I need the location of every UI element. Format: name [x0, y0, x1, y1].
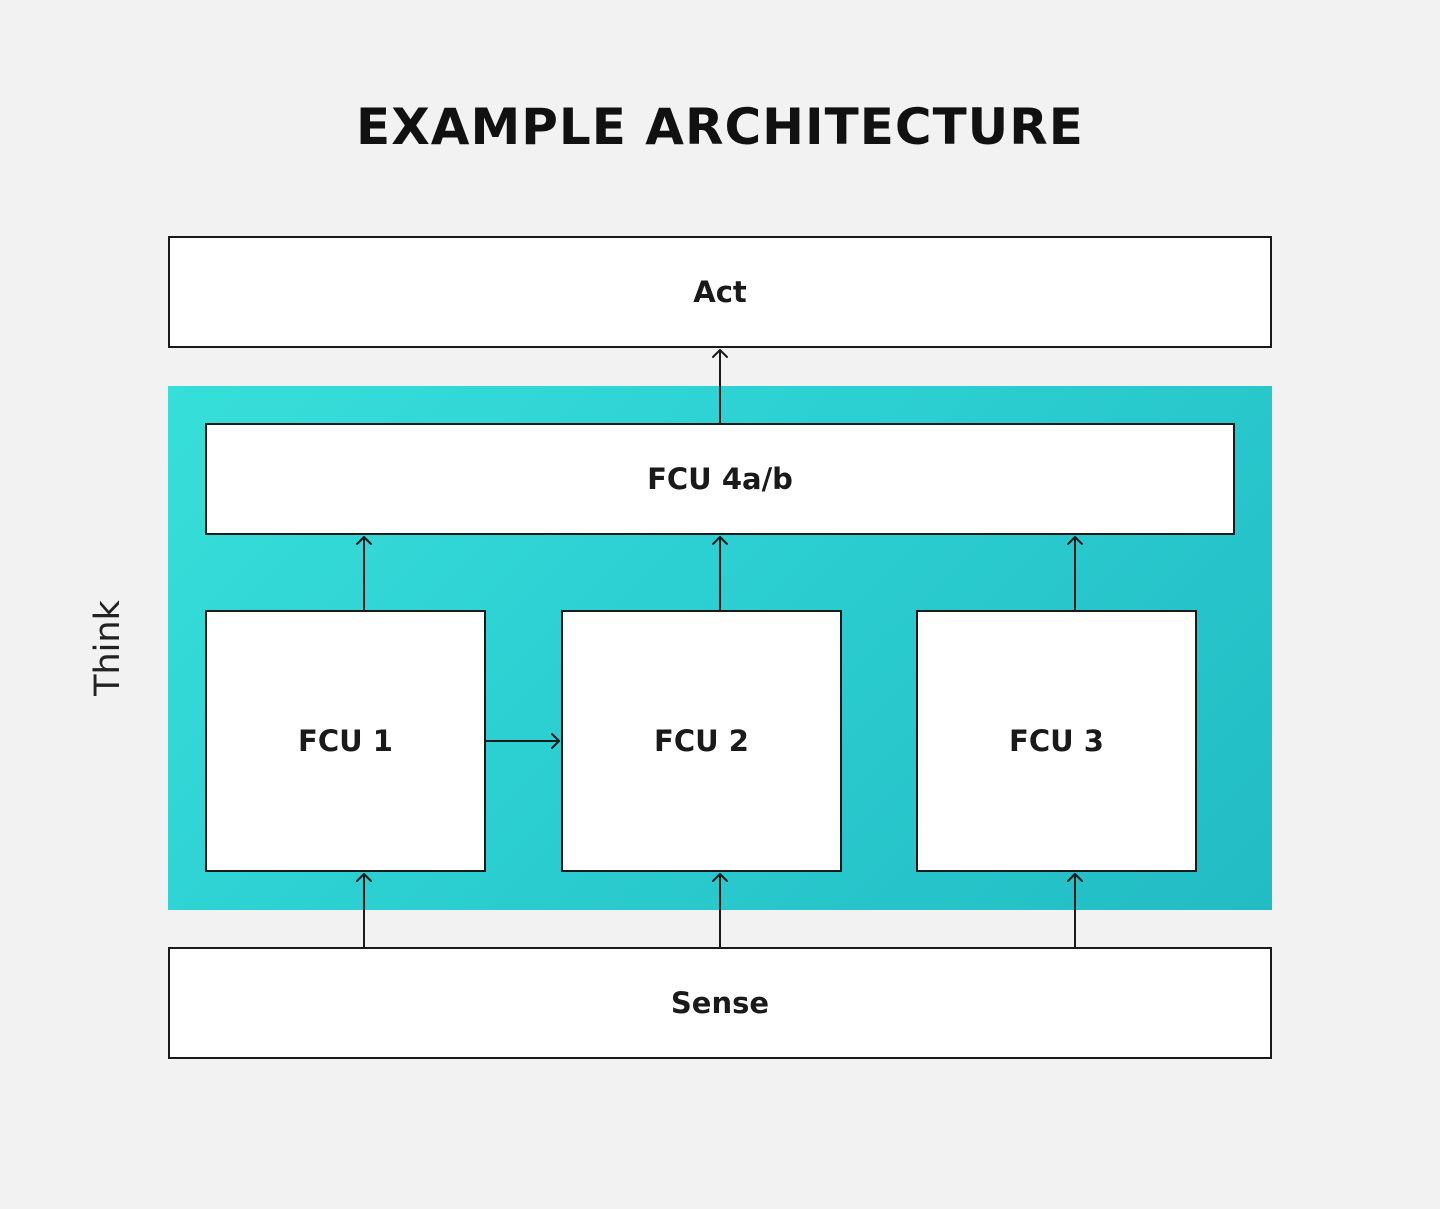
arrow-fcu4-to-act [712, 349, 728, 424]
fcu1-node: FCU 1 [205, 610, 486, 872]
arrow-fcu1-to-fcu4 [356, 536, 372, 611]
fcu2-node-label: FCU 2 [654, 724, 749, 758]
arrow-fcu1-to-fcu2 [485, 733, 560, 749]
fcu3-node: FCU 3 [916, 610, 1197, 872]
diagram-title: EXAMPLE ARCHITECTURE [356, 98, 1084, 156]
act-node: Act [168, 236, 1272, 348]
fcu3-node-label: FCU 3 [1009, 724, 1104, 758]
fcu4-node-label: FCU 4a/b [647, 462, 793, 496]
arrow-sense-to-fcu1 [356, 873, 372, 948]
arrow-sense-to-fcu3 [1067, 873, 1083, 948]
arrow-fcu2-to-fcu4 [712, 536, 728, 611]
arrow-sense-to-fcu2 [712, 873, 728, 948]
act-node-label: Act [693, 275, 747, 309]
fcu2-node: FCU 2 [561, 610, 842, 872]
arrow-fcu3-to-fcu4 [1067, 536, 1083, 611]
sense-node-label: Sense [670, 986, 770, 1020]
fcu1-node-label: FCU 1 [298, 724, 393, 758]
